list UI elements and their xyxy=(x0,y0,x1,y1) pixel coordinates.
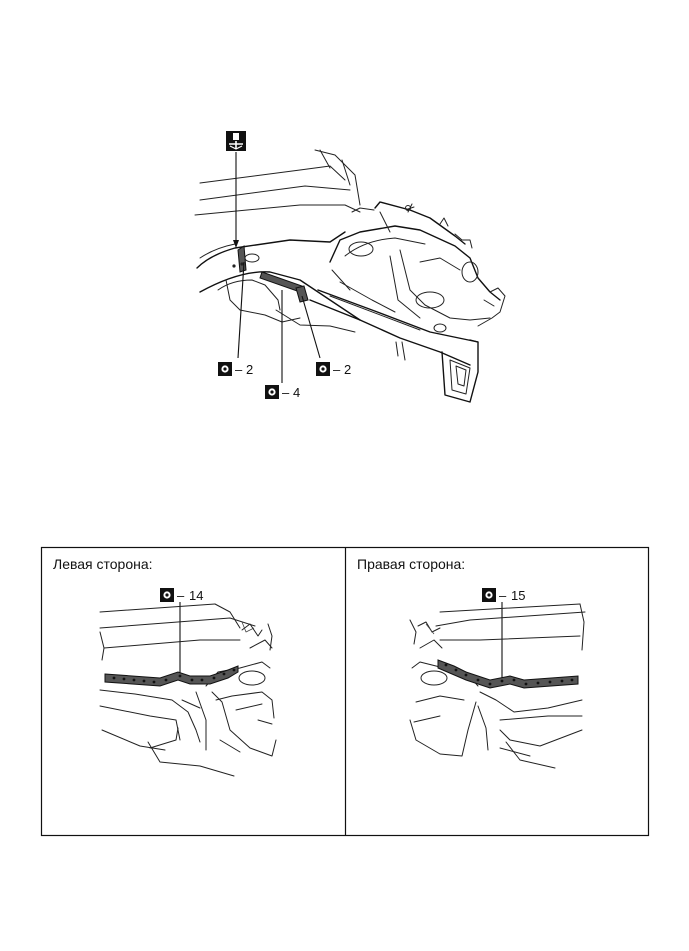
callout-value: 2 xyxy=(344,362,351,377)
callout-weld-left: – 2 xyxy=(218,362,253,377)
callout-value: 2 xyxy=(246,362,253,377)
spot-weld-square-icon xyxy=(316,362,330,376)
panel-right-side: Правая сторона: – 15 xyxy=(357,556,586,769)
panel-title: Левая сторона: xyxy=(53,556,153,572)
panel-title: Правая сторона: xyxy=(357,556,465,572)
callout-dash: – xyxy=(333,362,341,377)
callout-dash: – xyxy=(235,362,243,377)
callout-weld-right: – 2 xyxy=(316,362,351,377)
callout-weld-center: – 4 xyxy=(265,385,300,400)
callout-value: 15 xyxy=(511,588,525,603)
right-side-body-illustration xyxy=(409,602,586,769)
top-vehicle-body-illustration xyxy=(194,149,506,403)
callout-dash: – xyxy=(177,588,185,603)
callout-value: 4 xyxy=(293,385,300,400)
spot-weld-square-icon xyxy=(265,385,279,399)
spot-weld-square-icon xyxy=(218,362,232,376)
spot-weld-stud-icon xyxy=(226,131,246,151)
spot-weld-square-icon xyxy=(482,588,496,602)
panel-frame xyxy=(40,546,650,837)
spot-weld-square-icon xyxy=(160,588,174,602)
callout-dash: – xyxy=(499,588,507,603)
callout-dash: – xyxy=(282,385,290,400)
callout-value: 14 xyxy=(189,588,203,603)
panel-left-side: Левая сторона: – 14 xyxy=(53,556,277,777)
left-side-body-illustration xyxy=(99,602,277,777)
